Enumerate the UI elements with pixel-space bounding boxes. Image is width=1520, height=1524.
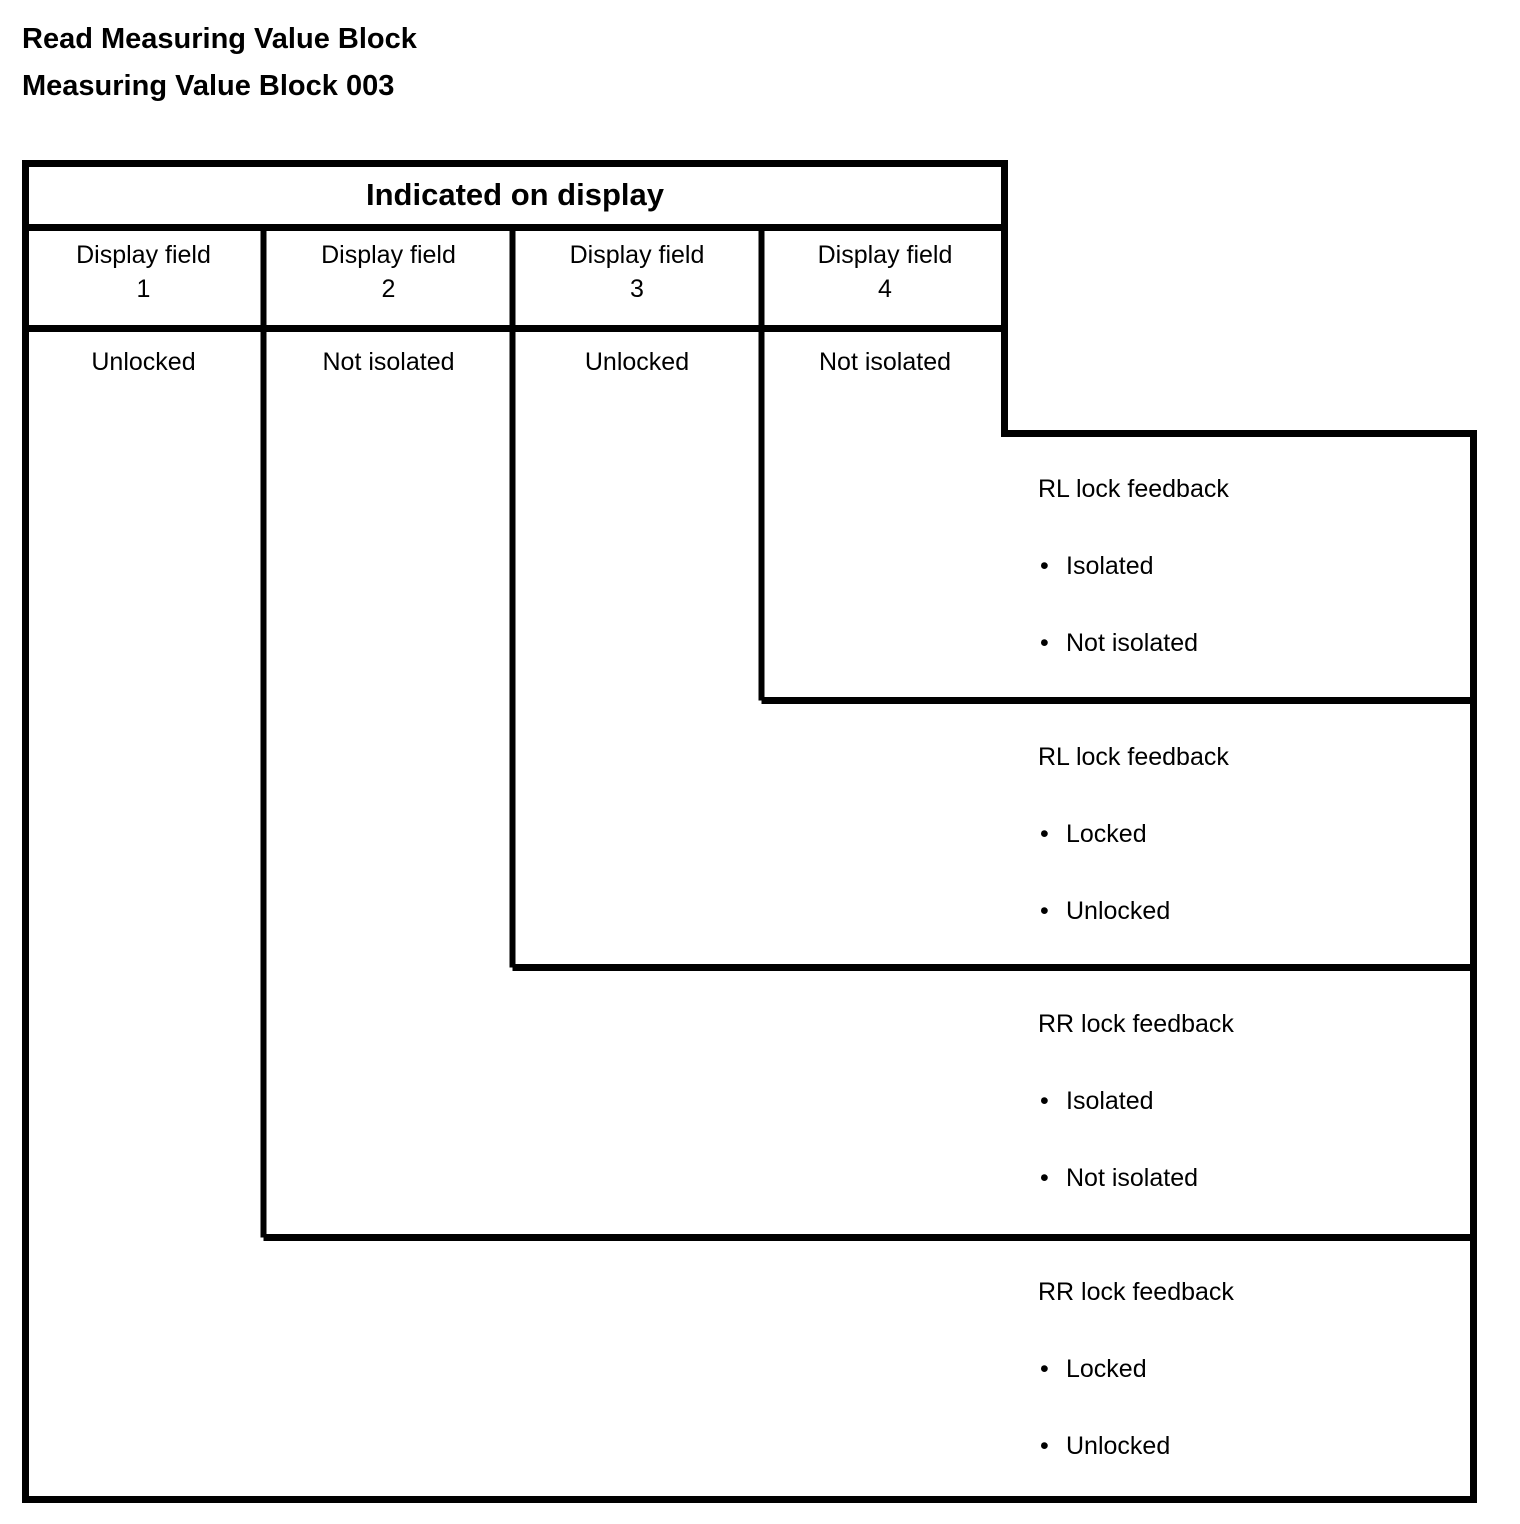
table-header-number-4: 4 <box>878 275 892 303</box>
bullet-icon: • <box>1040 1087 1049 1115</box>
bullet-icon: • <box>1040 820 1049 848</box>
callout-item-label: Isolated <box>1066 552 1154 580</box>
callout-item-2-1: • Locked <box>1038 819 1468 849</box>
table-header-cell-4: Display field 4 <box>763 238 1007 306</box>
bullet-icon: • <box>1040 1355 1049 1383</box>
callout-item-label: Isolated <box>1066 1087 1154 1115</box>
callout-item-label: Unlocked <box>1066 1432 1171 1460</box>
title-line-2: Measuring Value Block 003 <box>22 70 395 102</box>
table-header-number-3: 3 <box>630 275 644 303</box>
callout-title-1: RL lock feedback <box>1038 475 1229 503</box>
callout-item-1-1: • Isolated <box>1038 551 1468 581</box>
table-value-cell-2: Not isolated <box>322 348 455 376</box>
callout-title-2: RL lock feedback <box>1038 743 1229 771</box>
callout-item-label: Unlocked <box>1066 897 1171 925</box>
callout-box-2: RL lock feedback • Locked • Unlocked <box>1038 742 1468 926</box>
callout-item-2-2: • Unlocked <box>1038 896 1468 926</box>
callout-box-4: RR lock feedback • Locked • Unlocked <box>1038 1277 1468 1461</box>
bullet-icon: • <box>1040 1432 1049 1460</box>
table-header-label-3: Display field <box>569 241 705 269</box>
table-header-number-2: 2 <box>381 275 396 303</box>
staircase-outline <box>22 160 1477 1503</box>
table-header-number-1: 1 <box>136 275 151 303</box>
callout-item-label: Not isolated <box>1066 1164 1199 1192</box>
callout-item-3-2: • Not isolated <box>1038 1163 1468 1193</box>
callout-box-3: RR lock feedback • Isolated • Not isolat… <box>1038 1009 1468 1193</box>
table-value-cell-1: Unlocked <box>91 348 196 376</box>
title-line-1: Read Measuring Value Block <box>22 23 417 55</box>
callout-item-label: Not isolated <box>1066 629 1199 657</box>
table-header-label-4: Display field <box>817 241 953 269</box>
callout-item-4-2: • Unlocked <box>1038 1431 1468 1461</box>
table-value-cell-3: Unlocked <box>584 348 690 376</box>
callout-title-4: RR lock feedback <box>1038 1278 1234 1306</box>
callout-item-1-2: • Not isolated <box>1038 628 1468 658</box>
table-header-label-1: Display field <box>76 241 211 269</box>
callout-item-label: Locked <box>1066 1355 1147 1383</box>
callout-box-1: RL lock feedback • Isolated • Not isolat… <box>1038 474 1468 658</box>
table-header-cell-2: Display field 2 <box>265 238 512 306</box>
table-header-cell-1: Display field 1 <box>24 238 263 306</box>
table-header-label-2: Display field <box>321 241 456 269</box>
table-value-cell-4: Not isolated <box>818 348 952 376</box>
page-title: Read Measuring Value Block Measuring Val… <box>22 16 922 110</box>
table-header-cell-3: Display field 3 <box>514 238 760 306</box>
callout-item-label: Locked <box>1066 820 1147 848</box>
table-banner-label: Indicated on display <box>366 177 664 212</box>
bullet-icon: • <box>1040 897 1049 925</box>
callout-item-4-1: • Locked <box>1038 1354 1468 1384</box>
callout-title-3: RR lock feedback <box>1038 1010 1234 1038</box>
callout-item-3-1: • Isolated <box>1038 1086 1468 1116</box>
bullet-icon: • <box>1040 629 1049 657</box>
bullet-icon: • <box>1040 1164 1049 1192</box>
bullet-icon: • <box>1040 552 1049 580</box>
